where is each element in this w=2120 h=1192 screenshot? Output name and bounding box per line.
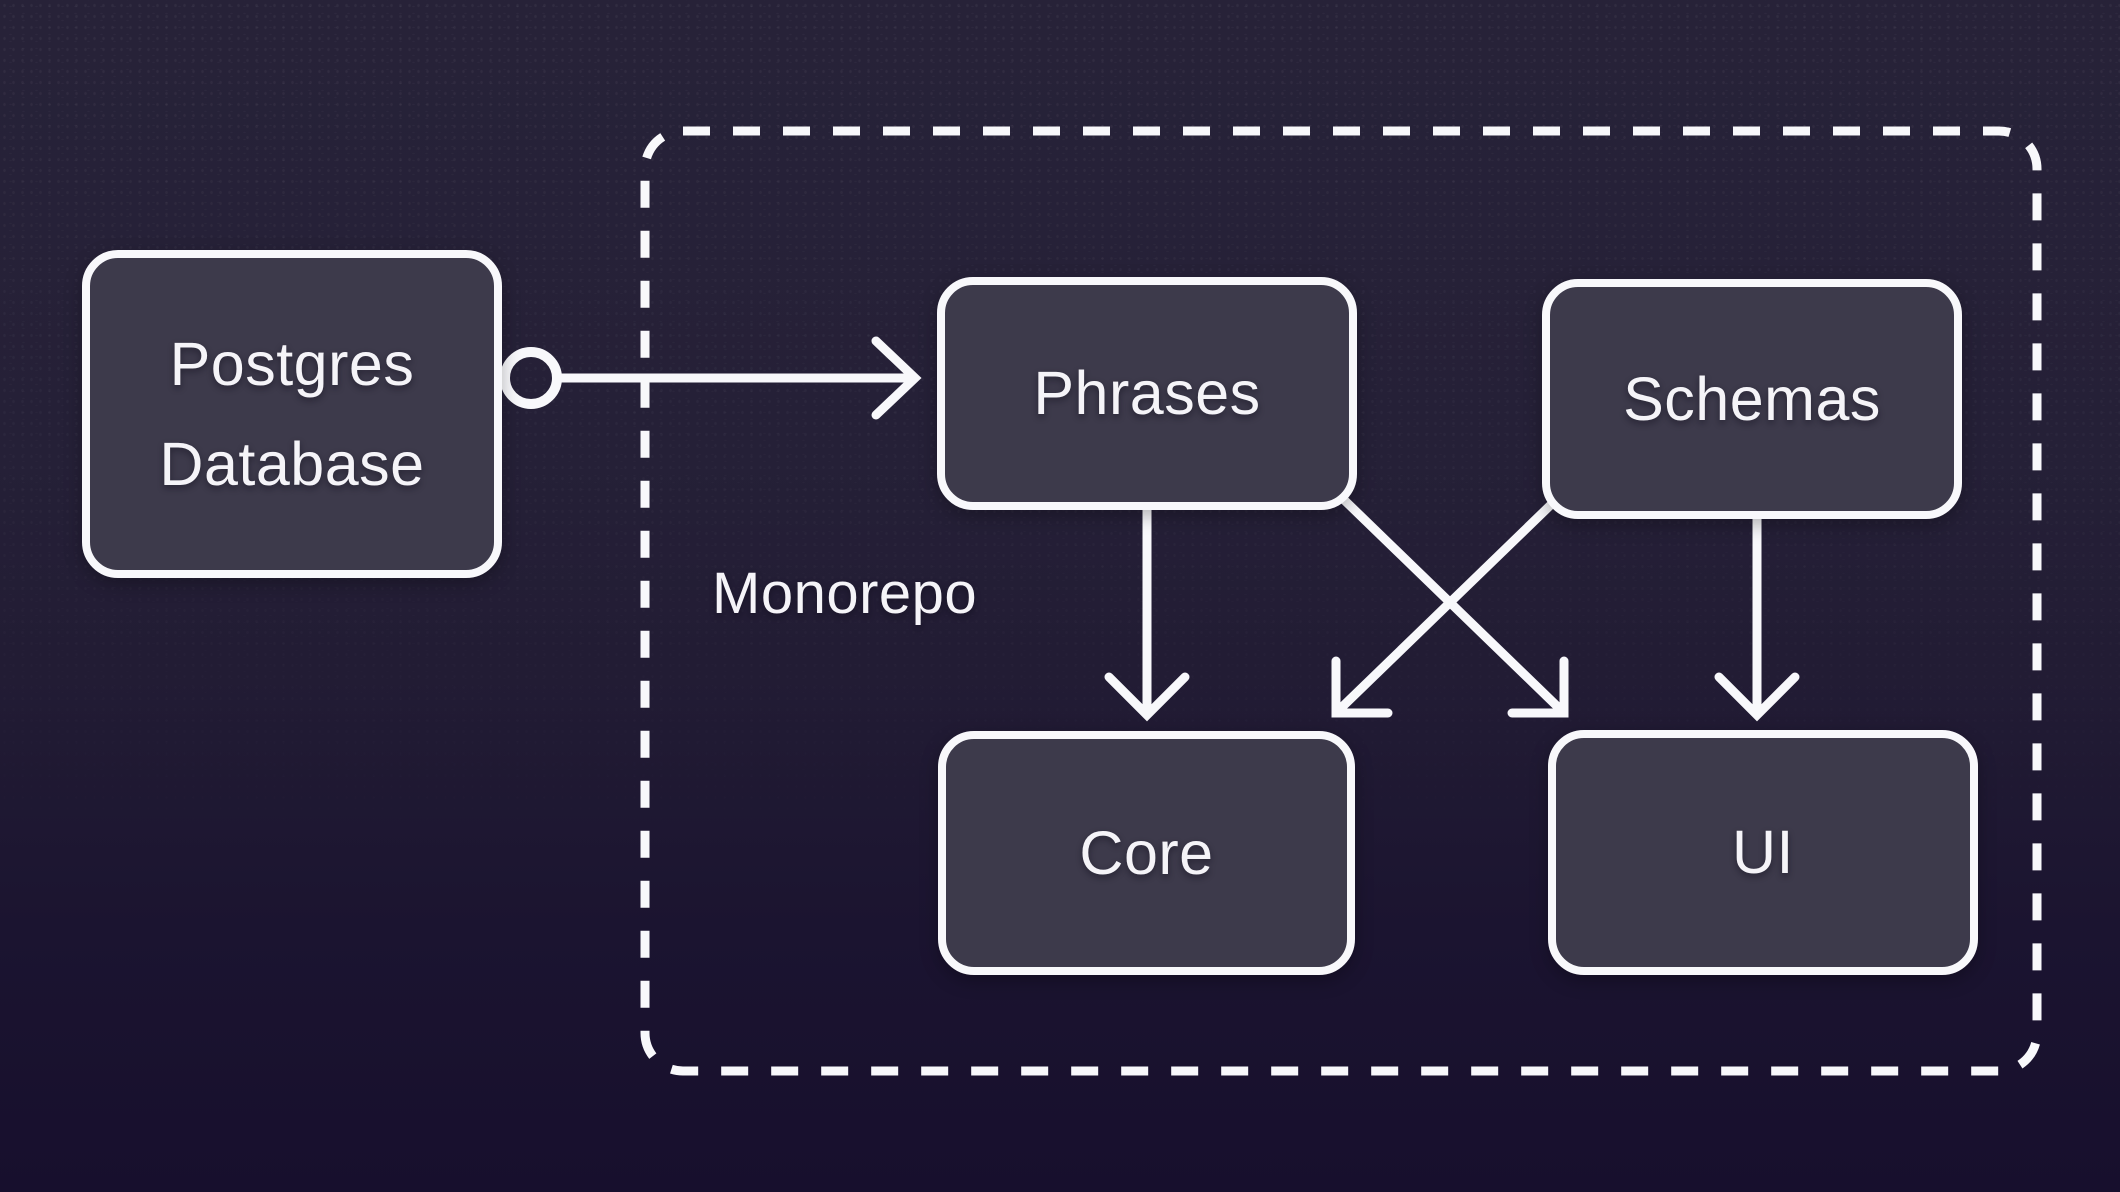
node-schemas: Schemas bbox=[1542, 279, 1962, 519]
edge-schemas-core bbox=[1331, 489, 1567, 718]
edge-schemas-core-shaft bbox=[1334, 489, 1567, 715]
edge-schemas-ui bbox=[1714, 505, 1800, 722]
arrowhead-down-right-icon bbox=[1507, 656, 1569, 718]
monorepo-boundary-box bbox=[640, 126, 2042, 1076]
arrowhead-down-left-icon bbox=[1331, 656, 1393, 718]
node-ui: UI bbox=[1548, 730, 1978, 975]
node-schemas-label: Schemas bbox=[1623, 364, 1881, 433]
arrowhead-down-icon bbox=[1714, 672, 1800, 722]
node-postgres-database-label: Postgres Database bbox=[159, 329, 425, 498]
node-phrases-label: Phrases bbox=[1033, 359, 1261, 428]
node-core-label: Core bbox=[1079, 818, 1214, 887]
edge-source-circle-icon bbox=[500, 347, 562, 409]
edge-postgres-phrases bbox=[500, 336, 922, 420]
monorepo-label: Monorepo bbox=[712, 561, 978, 626]
arrowhead-down-icon bbox=[1104, 672, 1190, 722]
node-ui-label: UI bbox=[1732, 818, 1794, 887]
arrowhead-right-icon bbox=[871, 336, 922, 420]
node-core: Core bbox=[938, 731, 1355, 975]
edge-phrases-core bbox=[1104, 495, 1190, 722]
node-postgres-database: Postgres Database bbox=[82, 250, 502, 578]
node-phrases: Phrases bbox=[937, 277, 1357, 510]
